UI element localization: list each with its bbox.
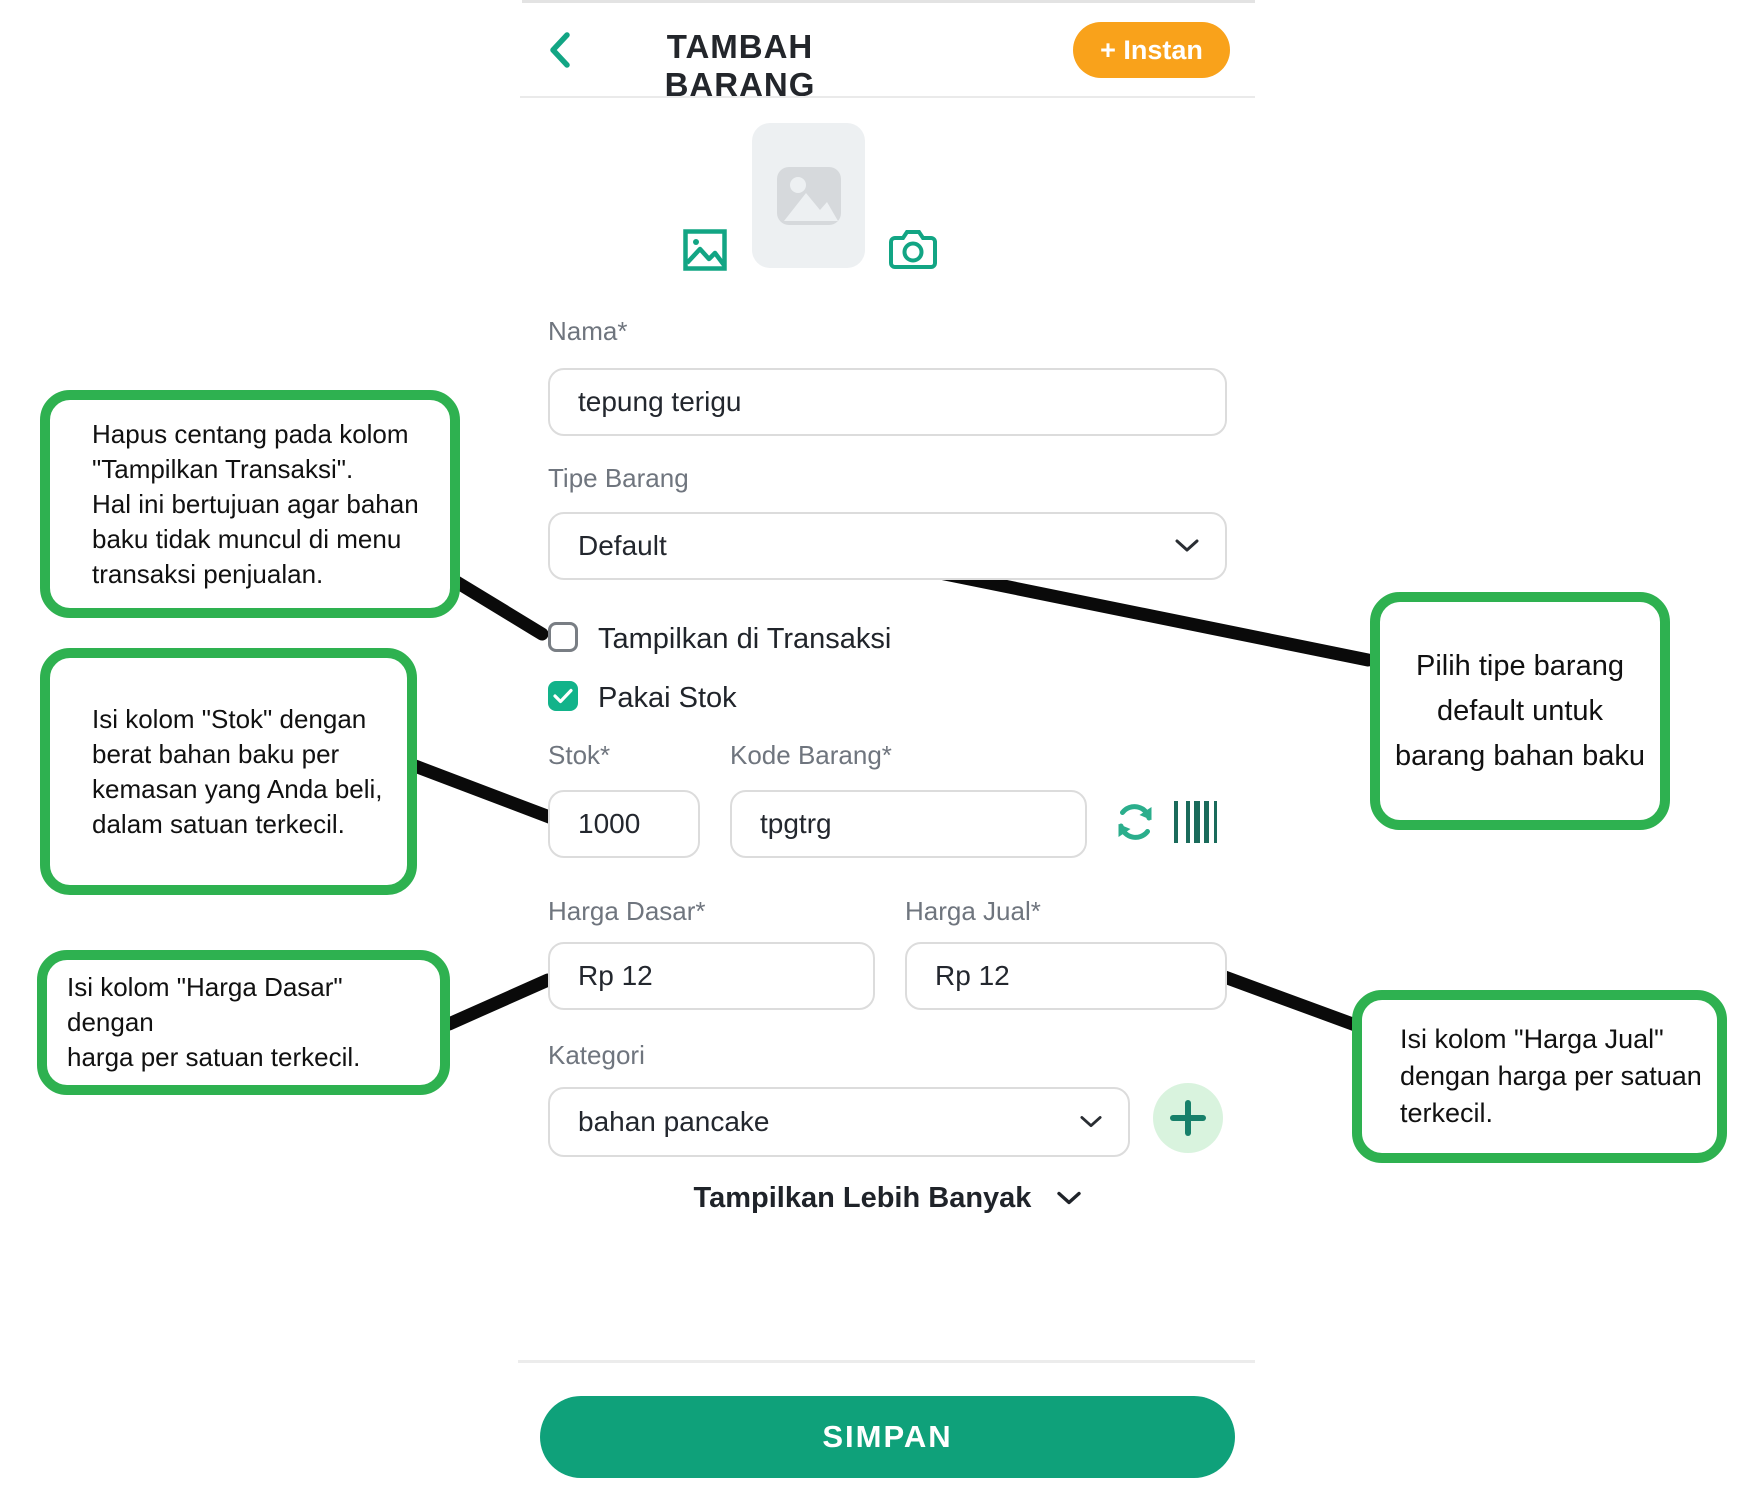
item-photo-placeholder[interactable] [752, 123, 865, 268]
chevron-down-icon [1080, 1116, 1102, 1128]
callout-tipe-barang: Pilih tipe barang default untuk barang b… [1370, 592, 1670, 830]
tampilkan-di-transaksi-checkbox[interactable] [548, 622, 578, 652]
show-more-label: Tampilkan Lebih Banyak [693, 1182, 1032, 1214]
kode-barang-input[interactable]: tpgtrg [730, 790, 1087, 858]
simpan-button[interactable]: SIMPAN [540, 1396, 1235, 1478]
chevron-down-icon [1057, 1191, 1082, 1205]
chevron-down-icon [1175, 539, 1199, 552]
plus-icon [1170, 1100, 1206, 1136]
show-more-toggle[interactable]: Tampilkan Lebih Banyak [548, 1182, 1227, 1215]
tipe-barang-value: Default [578, 530, 667, 561]
harga-jual-input[interactable]: Rp 12 [905, 942, 1227, 1010]
header-divider [520, 96, 1255, 98]
harga-dasar-input[interactable]: Rp 12 [548, 942, 875, 1010]
callout-stok: Isi kolom "Stok" dengan berat bahan baku… [40, 648, 417, 895]
tampilkan-di-transaksi-label[interactable]: Tampilkan di Transaksi [598, 623, 892, 655]
stok-label: Stok* [548, 740, 611, 770]
scan-barcode-button[interactable] [1172, 799, 1218, 845]
back-button[interactable] [546, 31, 574, 69]
tipe-barang-label: Tipe Barang [548, 463, 689, 493]
harga-jual-label: Harga Jual* [905, 896, 1041, 926]
callout-harga-dasar: Isi kolom "Harga Dasar" dengan harga per… [37, 950, 450, 1095]
footer-divider [518, 1360, 1255, 1363]
pick-from-gallery-button[interactable] [683, 229, 727, 271]
pakai-stok-checkbox[interactable] [548, 681, 578, 711]
chevron-left-icon [550, 32, 570, 68]
callout-tampilkan-transaksi: Hapus centang pada kolom "Tampilkan Tran… [40, 390, 460, 618]
instan-button[interactable]: + Instan [1073, 22, 1230, 78]
add-kategori-button[interactable] [1153, 1083, 1223, 1153]
pakai-stok-label[interactable]: Pakai Stok [598, 682, 737, 714]
harga-dasar-label: Harga Dasar* [548, 896, 706, 926]
nama-input[interactable]: tepung terigu [548, 368, 1227, 436]
screen-top-edge [522, 0, 1255, 3]
kategori-label: Kategori [548, 1040, 645, 1070]
barcode-icon [1174, 801, 1217, 843]
kategori-select[interactable]: bahan pancake [548, 1087, 1130, 1157]
camera-icon [889, 230, 937, 269]
image-placeholder-icon [776, 166, 841, 225]
stok-input[interactable]: 1000 [548, 790, 700, 858]
callout-harga-jual: Isi kolom "Harga Jual" dengan harga per … [1352, 990, 1727, 1163]
kode-barang-label: Kode Barang* [730, 740, 892, 770]
check-icon [553, 688, 573, 704]
tipe-barang-select[interactable]: Default [548, 512, 1227, 580]
regenerate-code-button[interactable] [1113, 800, 1157, 844]
nama-label: Nama* [548, 316, 628, 346]
page-title: TAMBAH BARANG [664, 28, 816, 103]
kategori-value: bahan pancake [578, 1106, 770, 1137]
refresh-icon [1118, 804, 1152, 840]
take-photo-button[interactable] [889, 227, 937, 271]
gallery-icon [683, 229, 727, 271]
